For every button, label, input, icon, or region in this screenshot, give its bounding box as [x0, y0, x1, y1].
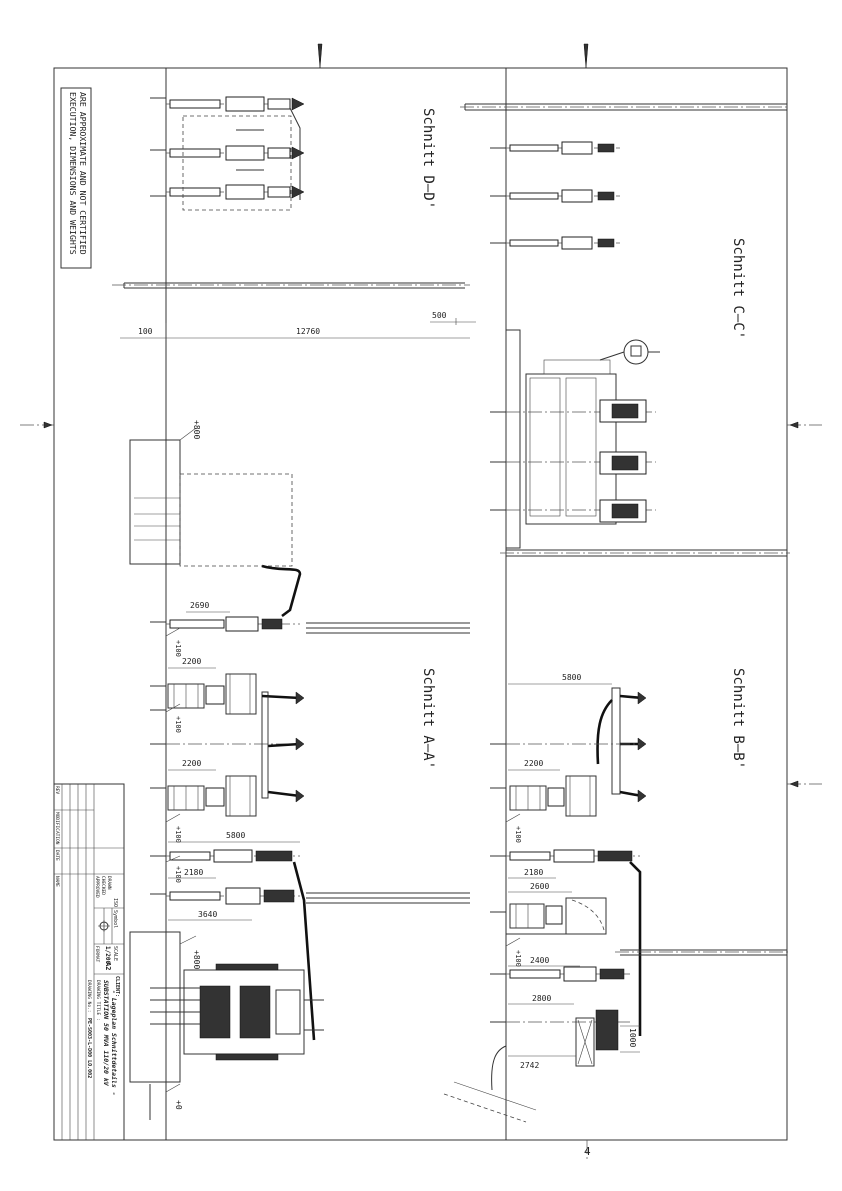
tb-scale-label: SCALE — [112, 946, 118, 961]
note-line-2: ARE APPROXIMATE AND NOT CERTIFIED — [78, 92, 88, 255]
cc-insulator-row-3 — [490, 236, 620, 250]
iso-projection-icon — [98, 920, 110, 932]
section-aa-drawing: 2690 +100 2200 +100 2200 — [129, 601, 470, 1120]
tb-drawing-title-1: SUBSTATION 50 MVA 110/20 kV — [102, 980, 110, 1087]
section-aa-top-block: +800 — [129, 420, 302, 618]
level-plus-100-d: +100 — [174, 866, 182, 883]
section-title-bb: Schnitt B–B' — [730, 668, 746, 769]
frame-mark: 4 — [584, 1145, 591, 1158]
dim-5800-a: 5800 — [226, 831, 245, 840]
dd-busbar-row-2 — [166, 145, 305, 171]
bb-lattice-line — [615, 949, 790, 956]
dim-2800: 2800 — [532, 994, 551, 1003]
tb-format-label: FORMAT — [94, 946, 100, 963]
section-bb-drawing: 5800 2200 +100 2180 2600 — [443, 673, 790, 1123]
dim-2400: 2400 — [530, 956, 549, 965]
tb-approved: APPROVED — [94, 876, 100, 898]
section-title-aa: Schnitt A–A' — [420, 668, 436, 769]
dim-5800-b: 5800 — [562, 673, 581, 682]
dim-2180-b: 2180 — [524, 868, 543, 877]
level-plus-800-b: +800 — [192, 950, 201, 969]
dim-500: 500 — [432, 311, 447, 320]
dim-12760: 12760 — [296, 327, 320, 336]
section-dd-drawing: 100 12760 500 — [112, 96, 476, 340]
dim-3640: 3640 — [198, 910, 217, 919]
section-title-dd: Schnitt D–D' — [420, 108, 436, 209]
dim-2180-a: 2180 — [184, 868, 203, 877]
tb-drawing-title-2: - Lageplan Schnittdetails - — [110, 990, 118, 1096]
cc-insulator-row-2 — [490, 189, 620, 203]
dim-2600: 2600 — [530, 882, 549, 891]
tb-checked: CHECKED — [100, 876, 106, 895]
dim-2200-b: 2200 — [182, 759, 201, 768]
cc-switchgear-assembly — [490, 329, 660, 549]
tb-scale: 1/200 — [104, 946, 111, 964]
aa-lattice-line-mid — [306, 622, 470, 634]
section-marker-arrows — [43, 43, 799, 788]
tb-modification: MODIFICATION — [54, 812, 60, 845]
tb-drawing-no: PE-S003-L-D00 LO.002 — [86, 1018, 92, 1078]
level-plus-100-a: +100 — [174, 640, 182, 657]
level-plus-800-a: +800 — [192, 420, 201, 439]
tb-iso-symbol: ISO Symbol — [112, 898, 118, 928]
level-plus-100-f: +100 — [514, 950, 522, 967]
tb-drawing-no-label: DRAWING No.: — [86, 980, 92, 1013]
section-title-cc: Schnitt C–C' — [730, 238, 746, 339]
tb-drawn: DRAWN — [106, 876, 112, 890]
section-cc-drawing — [460, 103, 790, 557]
level-plus-100-b: +100 — [174, 716, 182, 733]
dim-2690: 2690 — [190, 601, 209, 610]
level-plus-100-c: +100 — [174, 826, 182, 843]
dd-busbar-row-3 — [166, 184, 305, 200]
dd-busbar-row-1 — [166, 96, 305, 131]
dd-lattice-mast — [112, 282, 470, 289]
level-plus-0: +0 — [174, 1100, 183, 1110]
tb-rev: REV — [54, 786, 60, 794]
dim-2200-c: 2200 — [524, 759, 543, 768]
drawing-frame — [20, 67, 822, 1160]
cc-lattice-mast-top — [460, 103, 790, 111]
aa-transformer — [150, 963, 324, 1061]
tb-drawing-title-label: DRAWING TITLE : — [95, 980, 101, 1021]
level-plus-100-e: +100 — [514, 826, 522, 843]
cc-insulator-row-1 — [490, 141, 620, 155]
tb-client: CLIENT: — [114, 976, 120, 997]
dim-2742: 2742 — [520, 1061, 539, 1070]
note-box: EXECUTION, DIMENSIONS AND WEIGHTS ARE AP… — [60, 87, 92, 269]
tb-date: DATE — [54, 850, 60, 861]
tb-format: A2 — [104, 962, 112, 970]
dim-2200-a: 2200 — [182, 657, 201, 666]
tb-name: NAME — [54, 876, 60, 887]
note-line-1: EXECUTION, DIMENSIONS AND WEIGHTS — [68, 92, 78, 255]
cc-lattice-mast-bottom — [500, 549, 790, 557]
dim-100: 100 — [138, 327, 153, 336]
dim-1000: 1000 — [628, 1028, 637, 1047]
title-block: REV MODIFICATION DATE NAME APPROVED CHEC… — [53, 783, 125, 1141]
